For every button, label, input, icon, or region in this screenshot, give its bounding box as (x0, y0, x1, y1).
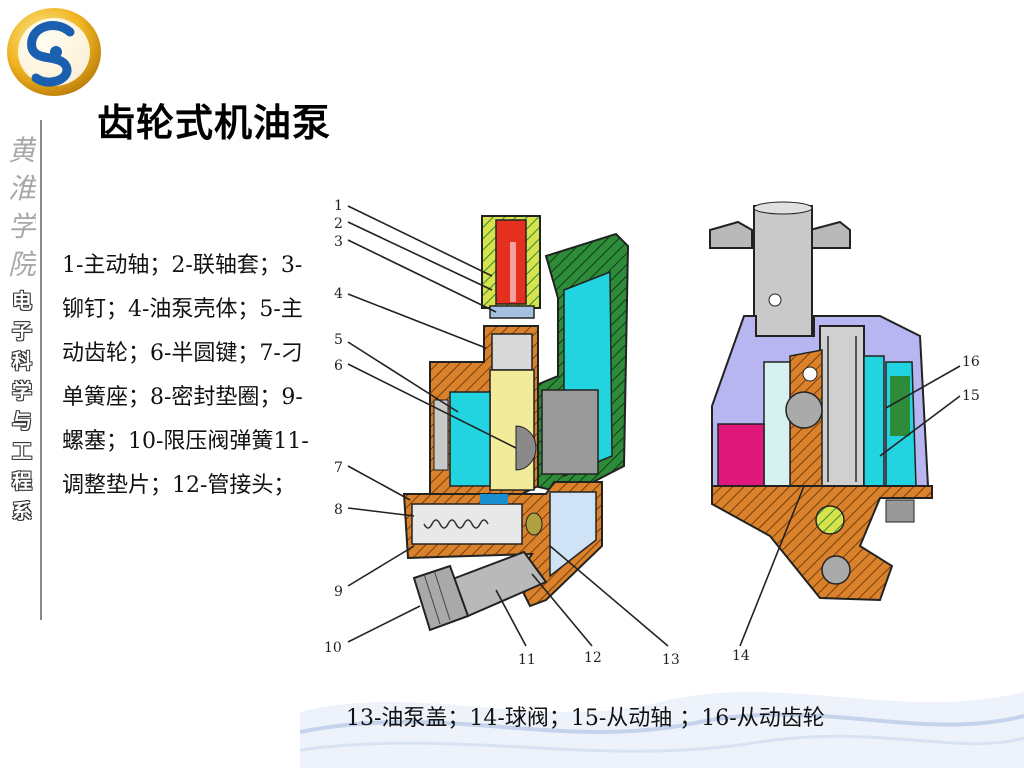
svg-text:院: 院 (8, 248, 36, 280)
gear-oil-pump-diagram: 1 2 3 4 5 6 7 8 9 10 11 12 13 14 15 16 (324, 198, 980, 668)
callout-13: 13 (662, 652, 680, 668)
leader-lines (347, 205, 961, 647)
callout-14: 14 (732, 648, 750, 664)
callout-16: 16 (962, 354, 980, 370)
decorative-wave-band (300, 692, 1024, 768)
left-divider-line (40, 120, 42, 620)
bottom-legend-text: 13-油泵盖；14-球阀；15-从动轴 ；16-从动齿轮 (346, 706, 825, 731)
svg-text:黄: 黄 (8, 134, 36, 167)
left-legend-text: 1-主动轴；2-联轴套；3-铆钉；4-油泵壳体；5-主动齿轮；6-半圆键；7-刁… (62, 253, 309, 498)
dept-char: 系 (12, 499, 32, 523)
svg-text:学: 学 (8, 210, 36, 243)
dept-char: 程 (12, 469, 32, 493)
dept-char: 学 (12, 379, 32, 403)
callout-5: 5 (334, 332, 343, 348)
dept-char: 工 (12, 439, 32, 463)
right-section-view (709, 201, 933, 602)
callout-12: 12 (584, 650, 602, 666)
callout-11: 11 (518, 652, 536, 668)
dept-char: 与 (12, 409, 32, 433)
callout-10: 10 (324, 640, 342, 656)
callout-4: 4 (334, 286, 343, 302)
dept-char: 科 (12, 349, 32, 373)
slide-title: 齿轮式机油泵 (97, 101, 332, 145)
callout-8: 8 (334, 502, 343, 518)
college-logo-icon (7, 8, 101, 96)
callout-9: 9 (334, 584, 343, 600)
callout-1: 1 (334, 198, 343, 214)
callout-15: 15 (962, 388, 980, 404)
dept-char: 电 (12, 289, 32, 313)
callout-2: 2 (334, 216, 343, 232)
calligraphy-emblem: 黄 淮 学 院 (8, 134, 36, 280)
callout-3: 3 (334, 234, 343, 250)
callout-numbers: 1 2 3 4 5 6 7 8 9 10 11 12 13 14 15 16 (324, 198, 980, 668)
department-label: 电 子 科 学 与 工 程 系 (8, 286, 36, 526)
dept-char: 子 (12, 319, 32, 343)
callout-7: 7 (334, 460, 343, 476)
left-section-view (402, 215, 630, 632)
svg-text:淮: 淮 (8, 172, 36, 205)
callout-6: 6 (334, 358, 343, 374)
